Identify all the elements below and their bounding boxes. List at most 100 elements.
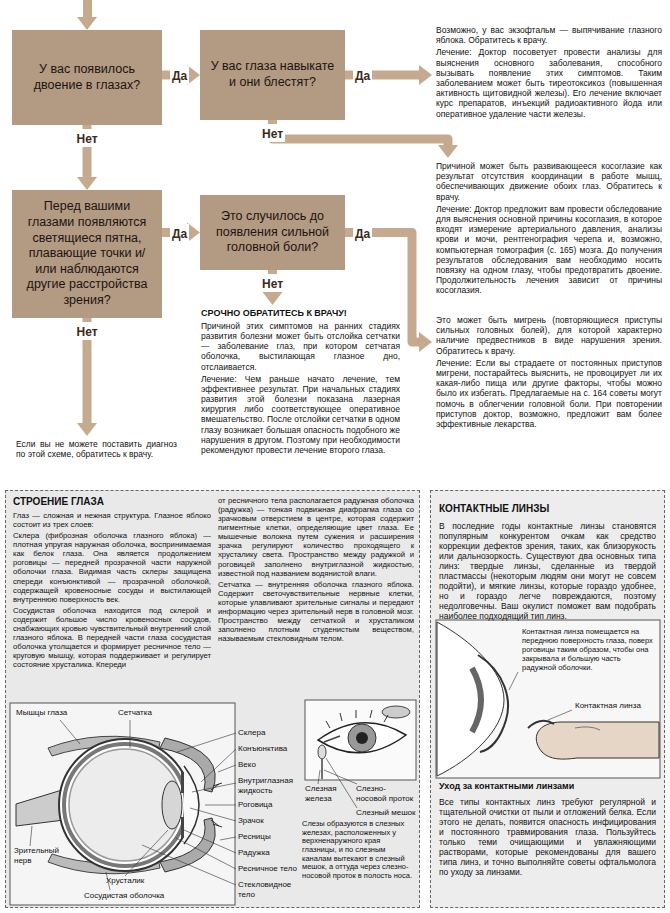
- label-holder: Контактная линза помещается на переднюю …: [522, 627, 656, 672]
- result-text-block: Причиной может быть развивающееся косогл…: [432, 158, 662, 297]
- contact-lens-drawing-part: [528, 721, 554, 728]
- part-label: Ресницы: [238, 832, 271, 842]
- part-label: Мышцы глаза: [16, 708, 67, 718]
- label-holder: Слезная железа: [305, 784, 353, 803]
- result-text-block: Это может быть мигрень (повторяющиеся пр…: [432, 312, 662, 431]
- tear-system-drawing-part: [322, 736, 340, 779]
- part-label: Радужка: [238, 848, 270, 858]
- edge-label: Нет: [262, 277, 283, 291]
- callout-text: Контактная линза: [575, 701, 641, 711]
- tear-system-drawing-part: [305, 700, 416, 780]
- label-holder: Контактная линза: [575, 701, 641, 711]
- result-text: Возможно, у вас экзофтальм — выпячивание…: [436, 25, 662, 45]
- result-text: Лечение: Доктор предложит вам провести о…: [436, 204, 662, 296]
- part-label: Стекловидное тело: [238, 880, 300, 899]
- text-slot: В последние годы контактные линзы станов…: [439, 521, 656, 623]
- eye-section-drawing-part: [184, 766, 199, 844]
- edge-label-patch: Нет: [260, 274, 285, 292]
- arrow-head: [77, 177, 97, 190]
- part-label: Конъюнктива: [238, 744, 287, 754]
- panel-paragraph: от ресничного тела располагается радужна…: [218, 496, 414, 578]
- eye-section-drawing-part: [59, 739, 191, 871]
- result-text: Причиной может быть развивающееся косогл…: [436, 161, 662, 202]
- label-holder: Слезно-носовой проток: [356, 784, 416, 803]
- entry-arrow: [77, 0, 97, 30]
- text-column: от ресничного тела располагается радужна…: [218, 496, 414, 645]
- part-label: Зрачок: [238, 816, 264, 826]
- result-text-block: Если вы не можете поставить диагноз по э…: [12, 436, 177, 461]
- panel-ground-part: [430, 490, 665, 908]
- result-text-block: СРОЧНО ОБРАТИТЕСЬ К ВРАЧУ!Причиной этих …: [197, 305, 400, 457]
- panel-paragraph: Сосудистая оболочка находится под склеро…: [13, 606, 211, 670]
- arrow-head: [419, 332, 432, 352]
- result-text: Это может быть мигрень (повторяющиеся пр…: [436, 315, 662, 356]
- eye-section-drawing-part: [64, 744, 186, 866]
- contact-lens-drawing-part: [478, 655, 508, 752]
- label-holder: Сосудистая оболочка: [84, 891, 164, 901]
- label-holder: Веко: [238, 760, 256, 770]
- eye-section-drawing-part: [142, 733, 236, 885]
- edge-label-patch: Нет: [74, 322, 99, 340]
- tear-system-drawing-part: [382, 706, 410, 718]
- arrow-head: [419, 65, 432, 85]
- label-holder: Слезный мешок: [356, 808, 416, 818]
- callout-text: Слезы образуются в слезных железах, расп…: [302, 820, 416, 880]
- part-label: Сосудистая оболочка: [84, 891, 164, 901]
- label-holder: Сетчатка: [118, 708, 152, 718]
- edge-label-patch: Да: [170, 66, 189, 84]
- panel-ground: [5, 490, 665, 908]
- eye-section-drawing-part: [30, 720, 168, 890]
- eye-section-drawing-part: [160, 738, 215, 792]
- text-slot: Уход за контактными линзами: [439, 781, 656, 791]
- arrow-head: [77, 423, 97, 436]
- label-holder: Роговица: [238, 800, 272, 810]
- edge-label-patch: Нет: [260, 124, 285, 142]
- edge-label: Да: [172, 69, 187, 83]
- edge-label: Да: [355, 227, 370, 241]
- info-panel: КОНТАКТНЫЕ ЛИНЗЫ В последние годы контакт…: [430, 490, 665, 908]
- decision-box: Это случилось до появления сильной голов…: [200, 195, 345, 270]
- label-holder: Ресницы: [238, 832, 271, 842]
- label-holder: Радужка: [238, 848, 270, 858]
- part-label: Склера: [238, 728, 265, 738]
- panel-ground-part: [5, 490, 420, 908]
- part-label: Хрусталик: [106, 876, 144, 886]
- panel-paragraph: Все типы контактных линз требуют регуляр…: [439, 797, 656, 877]
- tear-system-drawing-part: [326, 710, 388, 728]
- decision-box: У вас появилось двоение в глазах?: [12, 30, 162, 125]
- tear-system-drawing-part: [318, 723, 406, 753]
- result-text: Лечение: Если вы страдаете от постоянных…: [436, 358, 662, 429]
- edge-label: Нет: [76, 325, 97, 339]
- part-label: Слезно-носовой проток: [356, 784, 416, 803]
- entry-arrow-part: [83, 0, 92, 17]
- part-label: Веко: [238, 760, 256, 770]
- edge-label-patch: Да: [353, 224, 372, 242]
- part-label: Слезный мешок: [356, 808, 416, 818]
- text-slot: Все типы контактных линз требуют регуляр…: [439, 797, 656, 879]
- eye-section-drawing-part: [69, 749, 181, 861]
- contact-lens-drawing-part: [509, 672, 572, 720]
- arrow-head: [263, 292, 283, 305]
- decision-box: Перед вашими глазами появляются светящие…: [12, 190, 162, 318]
- label-holder: Ресничное тело: [238, 864, 297, 874]
- contact-lens-drawing-part: [436, 620, 660, 778]
- question-text: У вас появилось двоение в глазах?: [21, 62, 153, 93]
- contact-lens-drawing-part: [472, 668, 481, 732]
- panel-paragraph: Сетчатка — внутренняя оболочка глазного …: [218, 580, 414, 644]
- label-holder: Конъюнктива: [238, 744, 287, 754]
- label-holder: Зрительный нерв: [14, 846, 66, 865]
- label-holder: Мышцы глаза: [16, 708, 67, 718]
- edge-label: Да: [355, 69, 370, 83]
- tear-system-drawing-part: [318, 745, 326, 759]
- label-holder: Хрусталик: [106, 876, 144, 886]
- contact-lens-drawing-part: [536, 722, 659, 759]
- text-column: СТРОЕНИЕ ГЛАЗАГлаз — сложная и нежная ст…: [13, 496, 211, 671]
- panel-paragraph: Глаз — сложная и нежная структура. Глазн…: [13, 511, 211, 529]
- panel-heading: КОНТАКТНЫЕ ЛИНЗЫ: [439, 503, 656, 514]
- callout-text: Контактная линза помещается на переднюю …: [522, 627, 656, 672]
- part-label: Зрительный нерв: [14, 846, 66, 865]
- result-text: Лечение: Доктор посоветует провести анал…: [436, 47, 662, 118]
- part-label: Внутриглазная жидкость: [238, 776, 300, 795]
